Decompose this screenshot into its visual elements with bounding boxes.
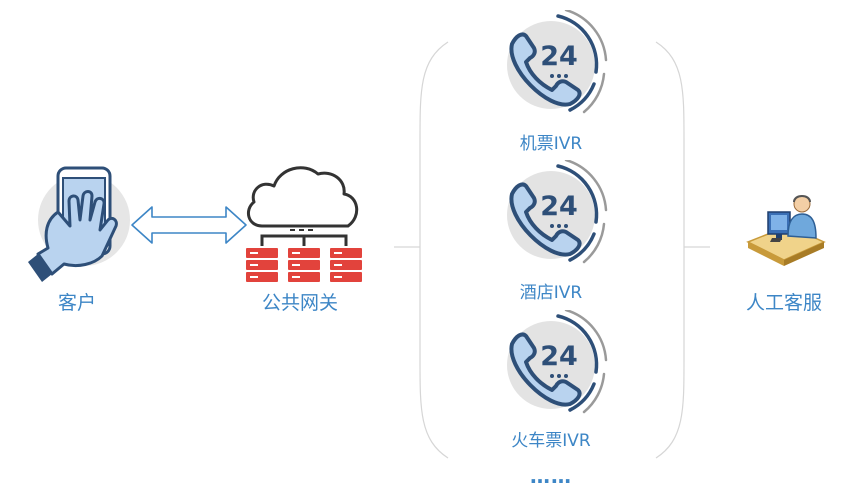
ivr-24h-phone-icon xyxy=(505,10,608,114)
ivr-more-ellipsis: …… xyxy=(530,464,572,488)
ivr-24h-phone-icon xyxy=(505,310,608,414)
customer-label: 客户 xyxy=(57,292,97,314)
agent-label: 人工客服 xyxy=(745,292,823,314)
gateway-label: 公共网关 xyxy=(261,292,339,314)
ivr-label-hotel: 酒店IVR xyxy=(519,283,583,303)
cloud-server-icon xyxy=(246,166,362,282)
ivr-group-left-bracket xyxy=(419,41,449,459)
double-arrow-icon xyxy=(131,206,247,244)
ivr-group-right-bracket xyxy=(655,41,685,459)
ivr-24h-phone-icon xyxy=(505,160,608,264)
customer-service-agent-icon xyxy=(746,195,826,266)
ivr-label-flight: 机票IVR xyxy=(519,134,583,154)
ivr-label-train: 火车票IVR xyxy=(511,431,591,451)
hand-phone-icon xyxy=(28,166,130,282)
